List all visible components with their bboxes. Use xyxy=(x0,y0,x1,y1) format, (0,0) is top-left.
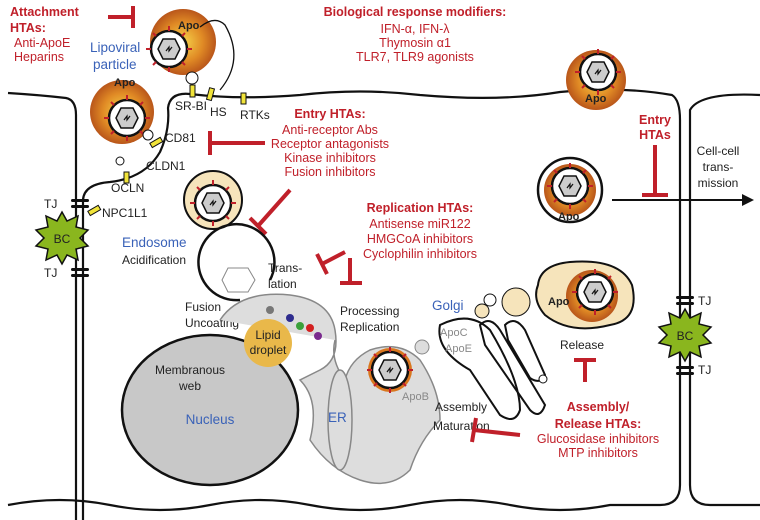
assembly-htas-title-2: Release HTAs: xyxy=(555,417,642,431)
er-cisterna xyxy=(327,369,353,471)
attachment-htas-title-2: HTAs: xyxy=(10,21,46,35)
receptor-label-ocln: OCLN xyxy=(111,181,144,195)
entry-item: Kinase inhibitors xyxy=(284,151,376,165)
apoc-label: ApoC xyxy=(440,327,468,339)
attachment-item: Heparins xyxy=(14,50,64,64)
entry-htas-right-title: Entry xyxy=(639,113,671,127)
assembly-item: MTP inhibitors xyxy=(558,446,638,460)
svg-text:Apo: Apo xyxy=(114,77,136,89)
entry-htas-title: Entry HTAs: xyxy=(294,107,365,121)
inhibitor-assembly-icon xyxy=(470,417,521,443)
svg-text:Apo: Apo xyxy=(178,20,200,32)
golgi-vesicles-icon xyxy=(414,287,548,384)
nucleus-shape xyxy=(120,333,300,487)
nucleus-label: Nucleus xyxy=(186,412,235,427)
replication-item: HMGCoA inhibitors xyxy=(367,232,473,246)
translation-label-2: lation xyxy=(268,277,297,291)
receptor-label-hs: HS xyxy=(210,105,227,119)
endosome-label: Endosome xyxy=(122,235,187,250)
entry-item: Receptor antagonists xyxy=(271,137,389,151)
translation-label: Trans- xyxy=(268,261,302,275)
release-label: Release xyxy=(560,338,604,352)
lipoviral-particle-icon: Apo xyxy=(566,47,626,110)
cell-cell-label-2: trans- xyxy=(703,160,734,174)
tj-label: TJ xyxy=(44,197,57,211)
secretory-vesicle-icon: Apo xyxy=(535,260,635,330)
receptor-label-rtks: RTKs xyxy=(240,108,270,122)
inhibitor-entry-endosome-icon xyxy=(248,188,292,236)
replication-item: Antisense miR122 xyxy=(369,217,470,231)
lipoviral-particle-icon: Apo xyxy=(144,9,235,91)
entry-item: Anti-receptor Abs xyxy=(282,123,378,137)
lipoviral-particle-label: Lipoviral xyxy=(90,40,140,55)
svg-text:BC: BC xyxy=(677,329,694,343)
tj-label: TJ xyxy=(698,294,711,308)
membranous-web-label-2: web xyxy=(178,379,201,393)
svg-text:Apo: Apo xyxy=(548,296,570,308)
replication-label: Replication xyxy=(340,320,399,334)
lipoviral-particle-label-2: particle xyxy=(93,57,137,72)
inhibitor-release-icon xyxy=(574,358,596,382)
inhibitor-attachment-icon xyxy=(108,6,135,28)
processing-label: Processing xyxy=(340,304,399,318)
receptor-label-npc1l1: NPC1L1 xyxy=(102,206,148,220)
receptor-label-cd81: CD81 xyxy=(165,131,196,145)
lipid-droplet-label: Lipid xyxy=(255,328,280,342)
replication-item: Cyclophilin inhibitors xyxy=(363,247,477,261)
arrowhead-icon xyxy=(742,194,754,206)
brm-title: Biological response modifiers: xyxy=(324,5,507,19)
svg-text:Apo: Apo xyxy=(558,211,580,223)
lipid-droplet-shape xyxy=(244,319,292,367)
brm-item: Thymosin α1 xyxy=(379,36,451,50)
apob-label: ApoB xyxy=(402,391,429,403)
cell-cell-label-3: mission xyxy=(698,176,739,190)
assembling-virion-icon xyxy=(365,345,415,395)
endosome-acidification-icon xyxy=(197,222,276,302)
lipid-droplet-label-2: droplet xyxy=(250,343,287,357)
inhibitor-processing-icon xyxy=(340,258,362,285)
virion-cell-cell-icon: Apo xyxy=(536,156,604,224)
receptor-label-srbi: SR-BI xyxy=(175,99,207,113)
apoe-label: ApoE xyxy=(445,343,472,355)
fusion-label: Fusion xyxy=(185,300,221,314)
tight-junction-icons xyxy=(71,199,694,375)
membranous-web-label: Membranous xyxy=(155,363,225,377)
inhibitor-entry-icon xyxy=(208,131,265,155)
lipoviral-particle-icon: Apo xyxy=(90,77,154,144)
inhibitor-translation-icon xyxy=(315,250,346,275)
endosome-virion-icon xyxy=(183,170,243,230)
entry-htas-right-title-2: HTAs xyxy=(639,128,671,142)
golgi-label: Golgi xyxy=(432,298,464,313)
inhibitor-cell-cell-icon xyxy=(642,145,668,197)
brm-item: TLR7, TLR9 agonists xyxy=(356,50,474,64)
receptor-label-cldn1: CLDN1 xyxy=(146,159,186,173)
capsid-uncoating-icon xyxy=(221,267,256,293)
replication-complex-icon xyxy=(266,306,322,340)
brm-item: IFN-α, IFN-λ xyxy=(380,22,450,36)
assembly-htas-title: Assembly/ xyxy=(567,400,630,414)
attachment-item: Anti-ApoE xyxy=(14,36,70,50)
receptor-icons xyxy=(87,71,247,217)
tj-label: TJ xyxy=(44,266,57,280)
er-label: ER xyxy=(328,410,347,425)
entry-item: Fusion inhibitors xyxy=(284,165,375,179)
replication-htas-title: Replication HTAs: xyxy=(367,201,474,215)
acidification-label: Acidification xyxy=(122,253,186,267)
svg-text:BC: BC xyxy=(54,232,71,246)
svg-text:Apo: Apo xyxy=(585,93,607,105)
tj-label: TJ xyxy=(698,363,711,377)
cell-cell-label: Cell-cell xyxy=(697,144,740,158)
attachment-htas-title: Attachment xyxy=(10,5,80,19)
assembly-item: Glucosidase inhibitors xyxy=(537,432,659,446)
assembly-label: Assembly xyxy=(435,400,487,414)
bile-canaliculus-right-icon: BC xyxy=(657,307,713,363)
bile-canaliculus-left-icon: BC xyxy=(34,210,90,266)
